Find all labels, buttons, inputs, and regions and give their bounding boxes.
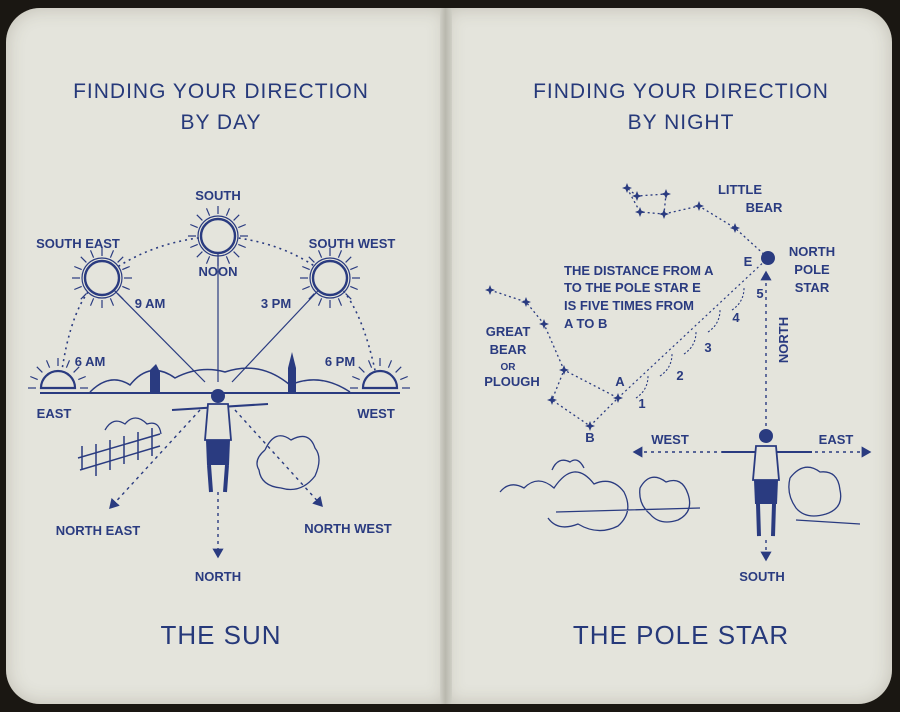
label-9am: 9 AM bbox=[135, 296, 166, 311]
right-title-line1: FINDING YOUR DIRECTION bbox=[533, 80, 829, 103]
text-distance-1: THE DISTANCE FROM A bbox=[564, 263, 714, 278]
label-south: SOUTH bbox=[195, 188, 241, 203]
label-segment-5: 5 bbox=[756, 286, 763, 301]
right-page-caption: THE POLE STAR bbox=[572, 620, 790, 650]
day-direction-arrows bbox=[109, 409, 323, 559]
label-east: EAST bbox=[37, 406, 72, 421]
label-segment-2: 2 bbox=[676, 368, 683, 383]
great-bear-constellation bbox=[485, 285, 623, 431]
label-bear-great: BEAR bbox=[490, 342, 527, 357]
label-plough: PLOUGH bbox=[484, 374, 540, 389]
right-title-line2: BY NIGHT bbox=[627, 111, 735, 134]
label-north-east: NORTH EAST bbox=[56, 523, 141, 538]
right-page bbox=[446, 8, 892, 704]
label-segment-1: 1 bbox=[638, 396, 645, 411]
label-pole: POLE bbox=[794, 262, 830, 277]
left-page-title: FINDING YOUR DIRECTION BY DAY bbox=[36, 76, 406, 138]
scout-figure-day bbox=[171, 389, 269, 493]
label-point-e: E bbox=[744, 254, 753, 269]
three-pm-sun-icon bbox=[298, 246, 362, 310]
pointer-line bbox=[617, 257, 769, 399]
sun-path-diagram bbox=[26, 204, 412, 390]
label-south-east: SOUTH EAST bbox=[36, 236, 120, 251]
label-south-west: SOUTH WEST bbox=[309, 236, 396, 251]
sunset-icon bbox=[348, 356, 412, 390]
label-south-night: SOUTH bbox=[739, 569, 785, 584]
label-east-night: EAST bbox=[819, 432, 854, 447]
label-3pm: 3 PM bbox=[261, 296, 291, 311]
label-segment-3: 3 bbox=[704, 340, 711, 355]
label-north-star-1: NORTH bbox=[789, 244, 835, 259]
hedges-left bbox=[77, 417, 320, 491]
label-point-b: B bbox=[585, 430, 594, 445]
right-page-title: FINDING YOUR DIRECTION BY NIGHT bbox=[496, 76, 866, 138]
label-point-a: A bbox=[615, 374, 625, 389]
left-title-line2: BY DAY bbox=[180, 111, 262, 134]
label-6am: 6 AM bbox=[75, 354, 106, 369]
label-or: OR bbox=[501, 362, 517, 373]
label-west-night: WEST bbox=[651, 432, 689, 447]
label-north: NORTH bbox=[195, 569, 241, 584]
label-noon: NOON bbox=[199, 264, 238, 279]
label-6pm: 6 PM bbox=[325, 354, 355, 369]
night-direction-arrows bbox=[632, 270, 872, 562]
label-great: GREAT bbox=[486, 324, 531, 339]
label-north-vertical: NORTH bbox=[776, 317, 791, 363]
label-star: STAR bbox=[795, 280, 830, 295]
left-page bbox=[6, 8, 446, 704]
scout-figure-night bbox=[722, 429, 812, 537]
label-segment-4: 4 bbox=[732, 310, 740, 325]
label-little: LITTLE bbox=[718, 182, 762, 197]
text-distance-2: TO THE POLE STAR E bbox=[564, 280, 701, 295]
book-gutter bbox=[440, 8, 452, 704]
text-distance-4: A TO B bbox=[564, 316, 607, 331]
label-bear: BEAR bbox=[746, 200, 783, 215]
label-north-west: NORTH WEST bbox=[304, 521, 391, 536]
left-title-line1: FINDING YOUR DIRECTION bbox=[73, 80, 369, 103]
nine-am-sun-icon bbox=[70, 246, 134, 310]
left-page-caption: THE SUN bbox=[160, 620, 282, 650]
text-distance-3: IS FIVE TIMES FROM bbox=[564, 298, 694, 313]
label-west: WEST bbox=[357, 406, 395, 421]
hedges-right bbox=[499, 459, 861, 532]
